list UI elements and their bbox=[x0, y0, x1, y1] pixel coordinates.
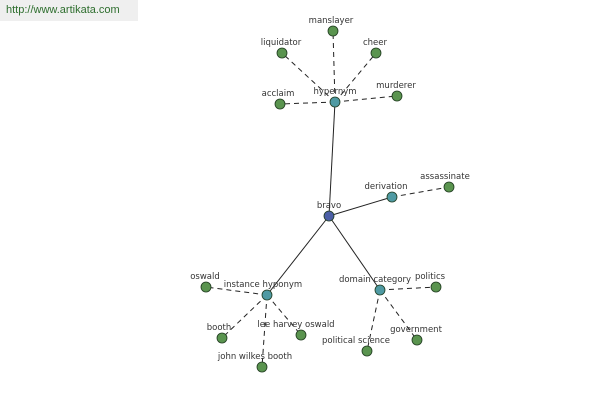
leaf-node-cheer[interactable] bbox=[370, 47, 382, 59]
edge-domain-category-political-science bbox=[366, 289, 381, 352]
labels-layer: bravo hypernym manslayer liquidator cheer acc… bbox=[190, 16, 470, 362]
leaf-label-assassinate[interactable]: assassinate bbox=[420, 172, 470, 182]
relation-label-instance-hyponym[interactable]: instance hyponym bbox=[224, 280, 302, 290]
leaf-label-oswald[interactable]: oswald bbox=[190, 272, 220, 282]
edge-hypernym-murderer bbox=[334, 95, 398, 103]
relation-label-domain-category[interactable]: domain category bbox=[339, 275, 411, 285]
relation-node-instance-hyponym[interactable] bbox=[261, 289, 273, 301]
leaf-node-manslayer[interactable] bbox=[327, 25, 339, 37]
leaf-label-booth[interactable]: booth bbox=[207, 323, 232, 333]
relation-node-derivation[interactable] bbox=[386, 191, 398, 203]
relation-label-hypernym[interactable]: hypernym bbox=[313, 87, 356, 97]
relation-label-derivation[interactable]: derivation bbox=[364, 182, 407, 192]
edge-hypernym-cheer bbox=[334, 52, 377, 103]
leaf-node-booth[interactable] bbox=[216, 332, 228, 344]
nodes-layer bbox=[200, 25, 455, 373]
edge-hypernym-liquidator bbox=[281, 52, 336, 103]
edge-bravo-instance-hyponym bbox=[266, 215, 330, 296]
leaf-label-liquidator[interactable]: liquidator bbox=[261, 38, 302, 48]
edge-instance-hyponym-oswald bbox=[205, 286, 268, 296]
leaf-label-lee-harvey-oswald[interactable]: lee harvey oswald bbox=[257, 320, 334, 330]
leaf-label-government[interactable]: government bbox=[390, 325, 442, 335]
leaf-node-political-science[interactable] bbox=[361, 345, 373, 357]
leaf-node-liquidator[interactable] bbox=[276, 47, 288, 59]
source-link[interactable]: http://www.artikata.com bbox=[0, 0, 138, 21]
relation-node-domain-category[interactable] bbox=[374, 284, 386, 296]
leaf-label-manslayer[interactable]: manslayer bbox=[309, 16, 354, 26]
root-node-bravo[interactable] bbox=[323, 210, 335, 222]
leaf-node-government[interactable] bbox=[411, 334, 423, 346]
leaf-label-cheer[interactable]: cheer bbox=[363, 38, 388, 48]
leaf-label-murderer[interactable]: murderer bbox=[376, 81, 416, 91]
leaf-node-john-wilkes-booth[interactable] bbox=[256, 361, 268, 373]
edge-bravo-domain-category bbox=[328, 215, 381, 291]
leaf-label-politics[interactable]: politics bbox=[415, 272, 446, 282]
leaf-label-john-wilkes-booth[interactable]: john wilkes booth bbox=[217, 352, 292, 362]
edge-hypernym-manslayer bbox=[332, 30, 336, 103]
leaf-label-political-science[interactable]: political science bbox=[322, 336, 390, 346]
edge-hypernym-acclaim bbox=[279, 101, 336, 105]
leaf-node-murderer[interactable] bbox=[391, 90, 403, 102]
relation-node-hypernym[interactable] bbox=[329, 96, 341, 108]
edge-bravo-hypernym bbox=[328, 101, 336, 217]
edges-layer bbox=[205, 30, 450, 368]
edge-domain-category-politics bbox=[379, 286, 437, 291]
leaf-node-politics[interactable] bbox=[430, 281, 442, 293]
edge-derivation-assassinate bbox=[391, 186, 450, 198]
edge-domain-category-government bbox=[379, 289, 418, 341]
root-label-bravo[interactable]: bravo bbox=[317, 201, 341, 211]
leaf-label-acclaim[interactable]: acclaim bbox=[262, 89, 295, 99]
edge-instance-hyponym-booth bbox=[221, 294, 268, 339]
edge-instance-hyponym-john-wilkes-booth bbox=[261, 294, 268, 368]
leaf-node-lee-harvey-oswald[interactable] bbox=[295, 329, 307, 341]
leaf-node-acclaim[interactable] bbox=[274, 98, 286, 110]
leaf-node-assassinate[interactable] bbox=[443, 181, 455, 193]
leaf-node-oswald[interactable] bbox=[200, 281, 212, 293]
edge-bravo-derivation bbox=[328, 196, 393, 217]
